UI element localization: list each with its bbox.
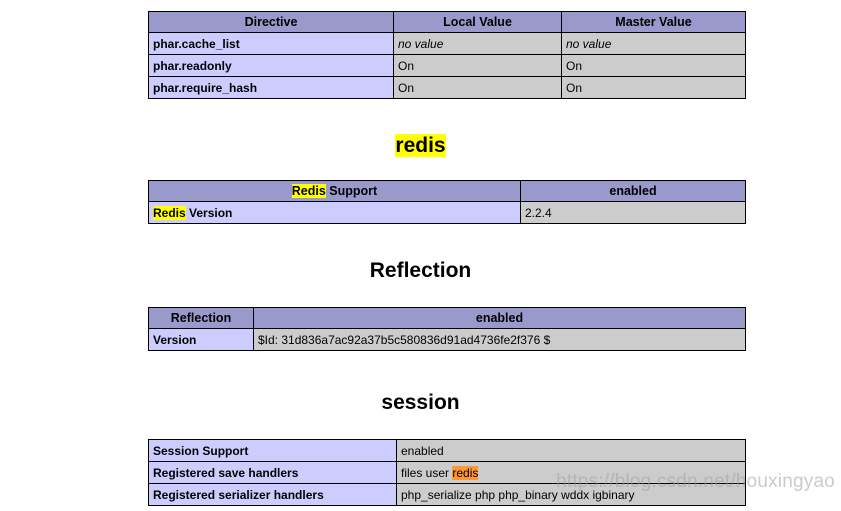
table-row: phar.readonly On On <box>148 54 746 77</box>
session-save-handlers-label: Registered save handlers <box>148 461 397 484</box>
spacer <box>0 224 841 258</box>
table-row: phar.cache_list no value no value <box>148 32 746 55</box>
reflection-label: Reflection <box>148 307 254 329</box>
session-serializer-handlers-label: Registered serializer handlers <box>148 483 397 506</box>
column-header-master-value: Master Value <box>561 11 746 33</box>
table-header-row: Redis Support enabled <box>148 180 746 202</box>
spacer <box>0 159 841 180</box>
section-heading-reflection: Reflection <box>369 259 472 282</box>
session-support-value: enabled <box>396 439 746 462</box>
reflection-table-wrapper: Reflection enabled Version $Id: 31d836a7… <box>148 307 746 351</box>
directive-name: phar.readonly <box>148 54 394 77</box>
table-row: Registered save handlers files user redi… <box>148 461 746 484</box>
column-header-directive: Directive <box>148 11 394 33</box>
search-match-highlight: Redis <box>291 184 326 198</box>
redis-version-label-rest: Version <box>185 205 233 220</box>
reflection-info-table: Reflection enabled Version $Id: 31d836a7… <box>148 307 746 351</box>
table-row: phar.require_hash On On <box>148 76 746 99</box>
phar-directives-table: Directive Local Value Master Value phar.… <box>148 11 746 99</box>
spacer <box>0 99 841 133</box>
redis-support-label: Redis Support <box>148 180 521 202</box>
redis-table-wrapper: Redis Support enabled Redis Version 2.2.… <box>148 180 746 224</box>
reflection-version-label: Version <box>148 328 254 351</box>
table-row: Version $Id: 31d836a7ac92a37b5c580836d91… <box>148 328 746 351</box>
directive-master-value: On <box>561 76 746 99</box>
redis-support-value: enabled <box>520 180 746 202</box>
reflection-version-value: $Id: 31d836a7ac92a37b5c580836d91ad4736fe… <box>253 328 746 351</box>
section-heading-redis: redis <box>0 133 841 159</box>
column-header-local-value: Local Value <box>393 11 562 33</box>
search-match-highlight: Redis <box>153 205 186 220</box>
directive-name: phar.cache_list <box>148 32 394 55</box>
top-spacer <box>0 0 841 11</box>
session-info-table: Session Support enabled Registered save … <box>148 439 746 506</box>
table-row: Registered serializer handlers php_seria… <box>148 483 746 506</box>
redis-version-value: 2.2.4 <box>520 201 746 224</box>
session-save-handlers-value: files user redis <box>396 461 746 484</box>
redis-version-label: Redis Version <box>148 201 521 224</box>
table-row: Redis Version 2.2.4 <box>148 201 746 224</box>
directive-local-value: On <box>393 54 562 77</box>
search-match-highlight-current: redis <box>452 465 479 480</box>
session-support-label: Session Support <box>148 439 397 462</box>
reflection-status: enabled <box>253 307 746 329</box>
spacer <box>0 284 841 307</box>
directive-master-value: no value <box>561 32 746 55</box>
phar-table-wrapper: Directive Local Value Master Value phar.… <box>148 11 746 99</box>
table-header-row: Directive Local Value Master Value <box>148 11 746 33</box>
spacer <box>0 351 841 390</box>
session-save-handlers-value-pre: files user <box>401 465 453 480</box>
table-header-row: Reflection enabled <box>148 307 746 329</box>
session-table-wrapper: Session Support enabled Registered save … <box>148 439 746 506</box>
directive-local-value: On <box>393 76 562 99</box>
table-row: Session Support enabled <box>148 439 746 462</box>
redis-info-table: Redis Support enabled Redis Version 2.2.… <box>148 180 746 224</box>
redis-support-label-rest: Support <box>325 184 378 198</box>
section-heading-session: session <box>381 391 460 414</box>
search-match-highlight: redis <box>395 134 446 157</box>
session-serializer-handlers-value: php_serialize php php_binary wddx igbina… <box>396 483 746 506</box>
directive-master-value: On <box>561 54 746 77</box>
directive-local-value: no value <box>393 32 562 55</box>
spacer <box>0 416 841 439</box>
directive-name: phar.require_hash <box>148 76 394 99</box>
